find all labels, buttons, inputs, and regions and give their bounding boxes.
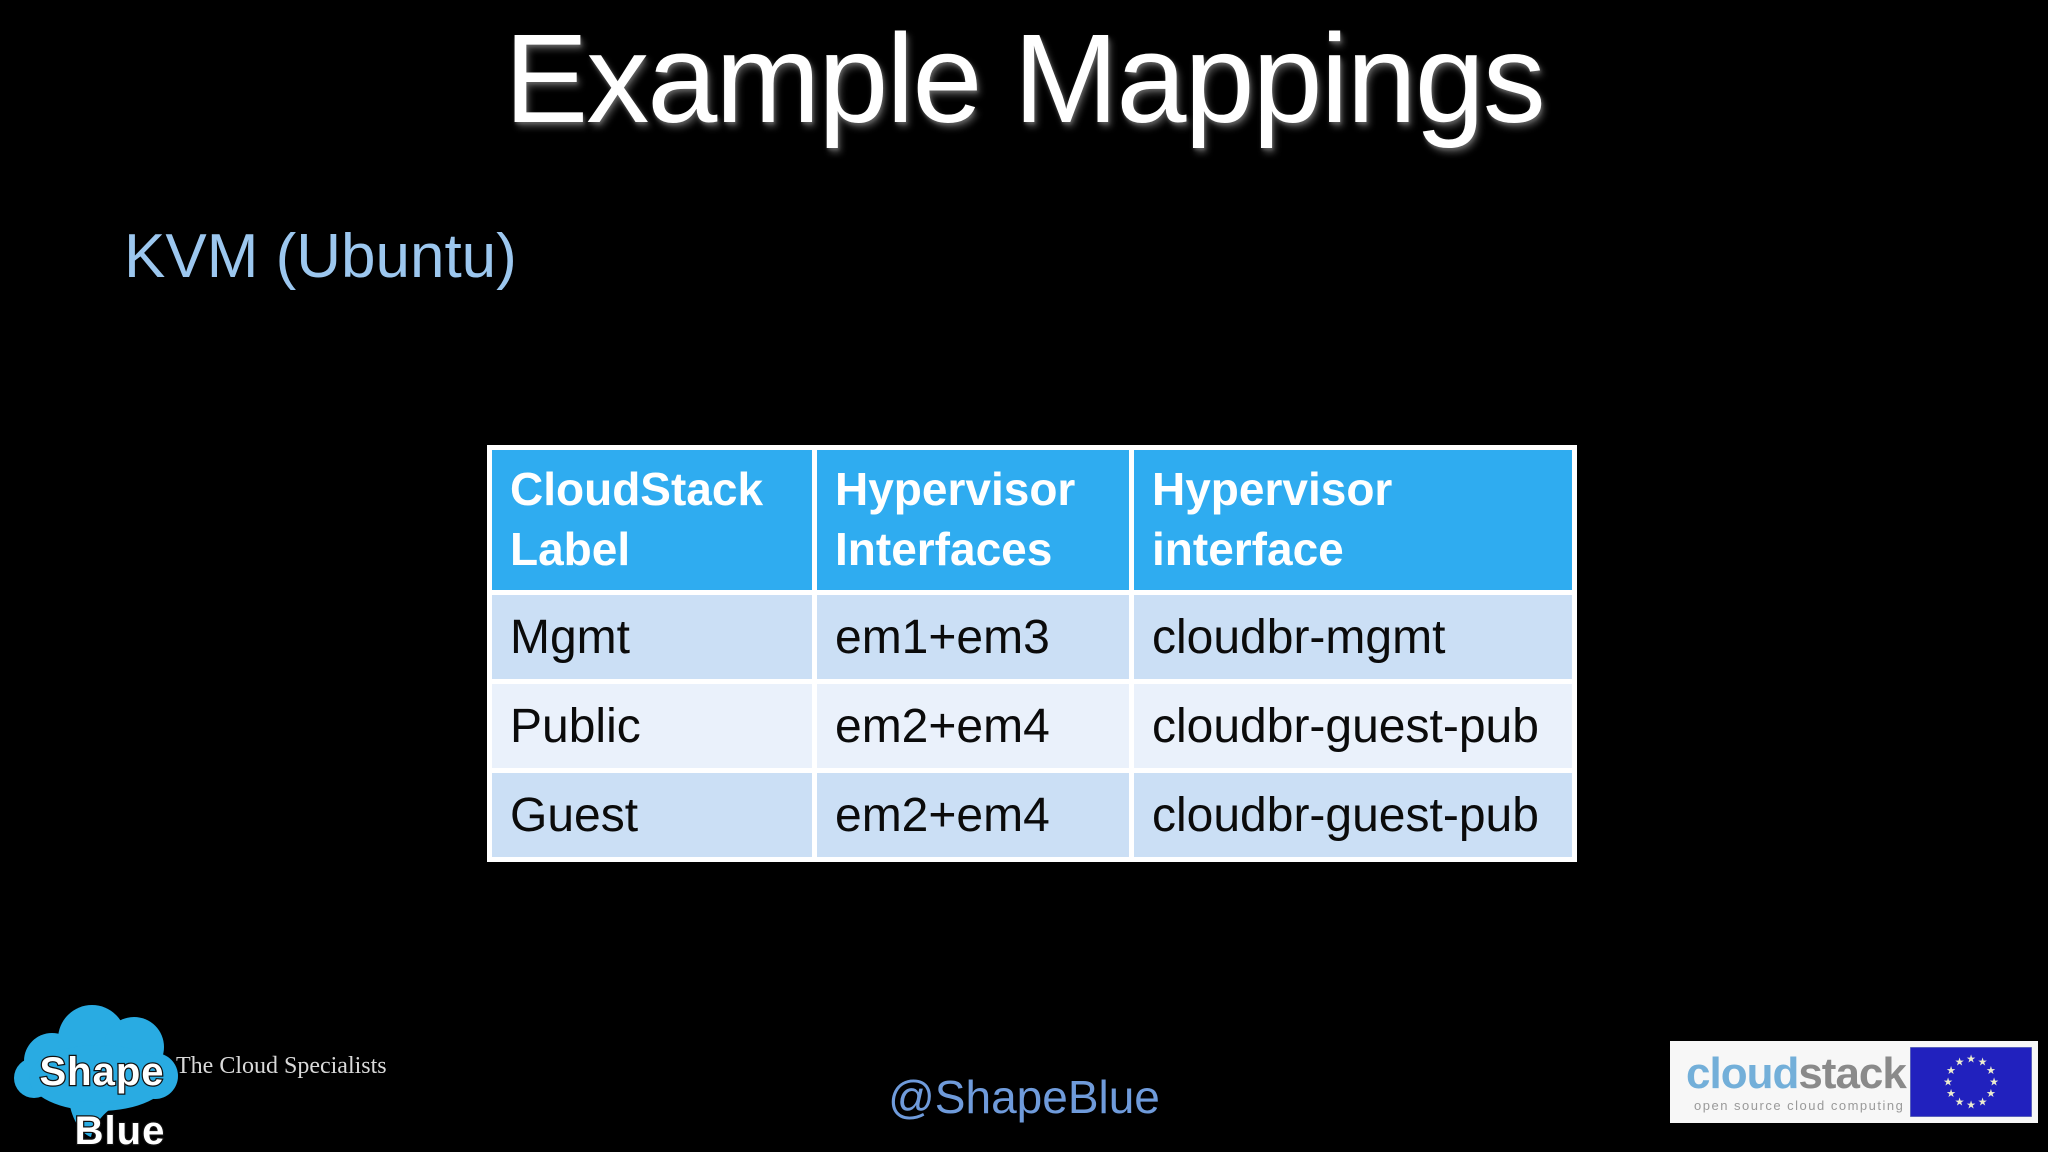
mapping-table: CloudStack Label Hypervisor Interfaces H… bbox=[487, 445, 1577, 862]
table-cell: cloudbr-guest-pub bbox=[1134, 773, 1572, 857]
table-cell: Guest bbox=[492, 773, 812, 857]
cloudstack-stack-text: stack bbox=[1798, 1048, 1907, 1098]
table-cell: Public bbox=[492, 684, 812, 768]
cloudstack-cloud-text: cloud bbox=[1686, 1048, 1799, 1098]
column-header-hypervisor-interface: Hypervisor interface bbox=[1134, 450, 1572, 590]
svg-text:★: ★ bbox=[1978, 1096, 1988, 1108]
svg-text:★: ★ bbox=[1966, 1054, 1976, 1066]
table-cell: cloudbr-guest-pub bbox=[1134, 684, 1572, 768]
slide-subtitle: KVM (Ubuntu) bbox=[124, 222, 517, 291]
table-cell: Mgmt bbox=[492, 595, 812, 679]
table-cell: em1+em3 bbox=[817, 595, 1129, 679]
eu-flag-icon: ★ ★ ★ ★ ★ ★ ★ ★ ★ ★ ★ ★ bbox=[1910, 1047, 2032, 1117]
column-header-hypervisor-interfaces: Hypervisor Interfaces bbox=[817, 450, 1129, 590]
svg-text:★: ★ bbox=[1978, 1057, 1988, 1069]
svg-text:★: ★ bbox=[1955, 1057, 1965, 1069]
eu-flag-stars: ★ ★ ★ ★ ★ ★ ★ ★ ★ ★ ★ ★ bbox=[1943, 1054, 1999, 1112]
table-cell: em2+em4 bbox=[817, 684, 1129, 768]
table-row: Public em2+em4 cloudbr-guest-pub bbox=[492, 684, 1572, 768]
svg-text:★: ★ bbox=[1955, 1096, 1965, 1108]
svg-text:★: ★ bbox=[1966, 1100, 1976, 1112]
svg-text:★: ★ bbox=[1986, 1088, 1996, 1100]
shapeblue-tagline: The Cloud Specialists bbox=[176, 1053, 387, 1079]
table-cell: cloudbr-mgmt bbox=[1134, 595, 1572, 679]
svg-text:★: ★ bbox=[1989, 1077, 1999, 1089]
slide-title: Example Mappings bbox=[504, 8, 1546, 149]
shapeblue-shape-text: Shape bbox=[39, 1050, 164, 1094]
table-cell: em2+em4 bbox=[817, 773, 1129, 857]
cloudstack-wordmark: cloudstack open source cloud computing bbox=[1686, 1048, 1907, 1113]
cloudstack-tagline: open source cloud computing bbox=[1694, 1097, 1905, 1113]
svg-text:★: ★ bbox=[1946, 1088, 1956, 1100]
shapeblue-blue-text: Blue bbox=[75, 1109, 166, 1152]
cloudstack-logo: cloudstack open source cloud computing ★… bbox=[1670, 1041, 2038, 1123]
table-row: Mgmt em1+em3 cloudbr-mgmt bbox=[492, 595, 1572, 679]
shapeblue-logo: Shape Blue The Cloud Specialists bbox=[14, 1005, 387, 1152]
svg-text:★: ★ bbox=[1943, 1077, 1953, 1089]
twitter-handle: @ShapeBlue bbox=[888, 1071, 1160, 1123]
svg-text:★: ★ bbox=[1986, 1065, 1996, 1077]
table-header-row: CloudStack Label Hypervisor Interfaces H… bbox=[492, 450, 1572, 590]
column-header-cloudstack-label: CloudStack Label bbox=[492, 450, 812, 590]
table-row: Guest em2+em4 cloudbr-guest-pub bbox=[492, 773, 1572, 857]
shapeblue-cloud-icon bbox=[14, 1005, 178, 1137]
svg-text:★: ★ bbox=[1946, 1065, 1956, 1077]
